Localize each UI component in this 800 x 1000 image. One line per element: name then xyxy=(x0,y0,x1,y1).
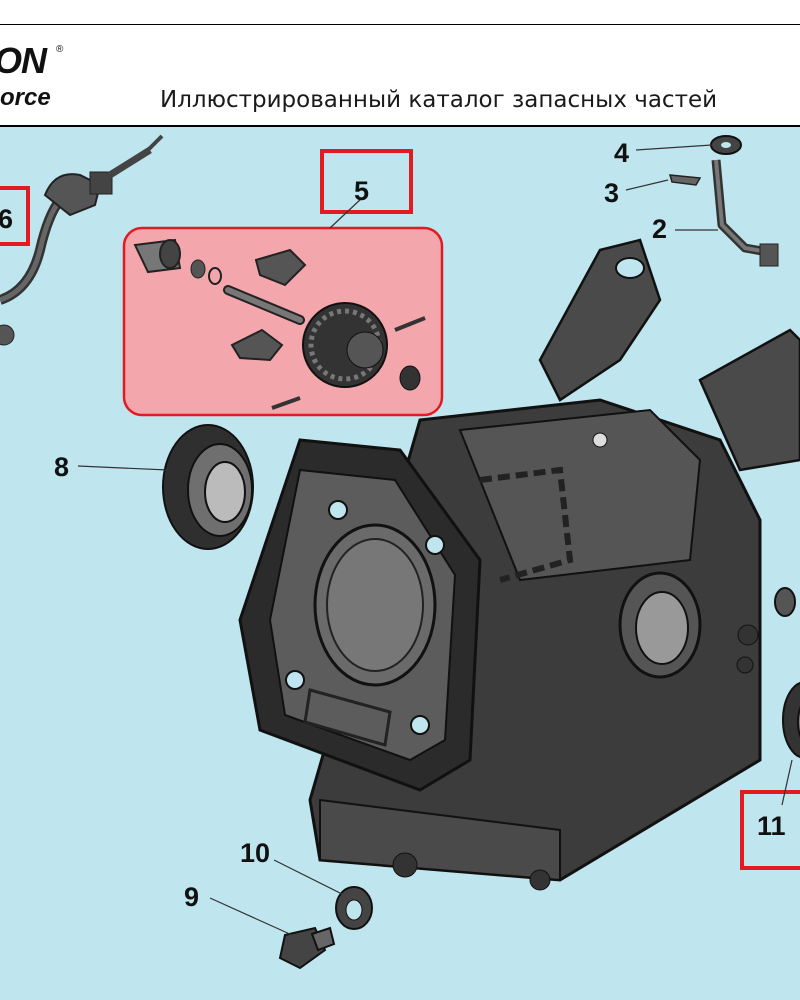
part-3-clip xyxy=(668,174,702,186)
catalog-title: Иллюстрированный каталог запасных частей xyxy=(160,87,718,113)
part-5-highlight-box xyxy=(320,149,413,214)
part-8-bearing xyxy=(162,424,254,550)
callout-9: 9 xyxy=(184,882,199,912)
part-4-leader-line xyxy=(635,144,713,151)
brand-registered-mark: ® xyxy=(56,44,64,55)
part-5-leader-line xyxy=(329,197,363,229)
part-3-leader-line xyxy=(625,179,669,191)
catalog-header: ON ® orce Иллюстрированный каталог запас… xyxy=(0,0,800,127)
part-10-leader-line xyxy=(273,859,343,895)
part-10-washer xyxy=(335,886,373,930)
part-6-highlight-box xyxy=(0,186,30,246)
part-2-governor-arm xyxy=(711,159,779,267)
part-11-leader-line xyxy=(781,759,793,806)
callout-8: 8 xyxy=(54,452,69,482)
callout-5: 5 xyxy=(354,176,369,206)
part-5-governor-assembly xyxy=(133,238,426,410)
part-6-linkage xyxy=(0,134,164,346)
brand-logo-text: ON xyxy=(0,40,47,81)
part-11-highlight-box xyxy=(740,790,800,870)
header-top-rule xyxy=(0,24,800,25)
callout-3: 3 xyxy=(604,178,619,208)
callout-6: 6 xyxy=(0,204,13,234)
brand-logo-subtext: orce xyxy=(0,84,51,111)
exploded-parts-diagram: 4 3 2 5 6 8 10 9 11 xyxy=(0,127,800,1000)
header-bottom-rule xyxy=(0,125,800,127)
crankcase-body xyxy=(238,238,800,891)
part-4-washer xyxy=(710,135,742,155)
callout-2: 2 xyxy=(652,214,667,244)
part-9-drain-bolt xyxy=(278,926,336,970)
part-9-leader-line xyxy=(209,897,293,936)
callout-11: 11 xyxy=(757,811,786,841)
callout-4: 4 xyxy=(614,138,629,168)
callout-10: 10 xyxy=(240,838,270,868)
part-8-leader-line xyxy=(77,465,169,471)
